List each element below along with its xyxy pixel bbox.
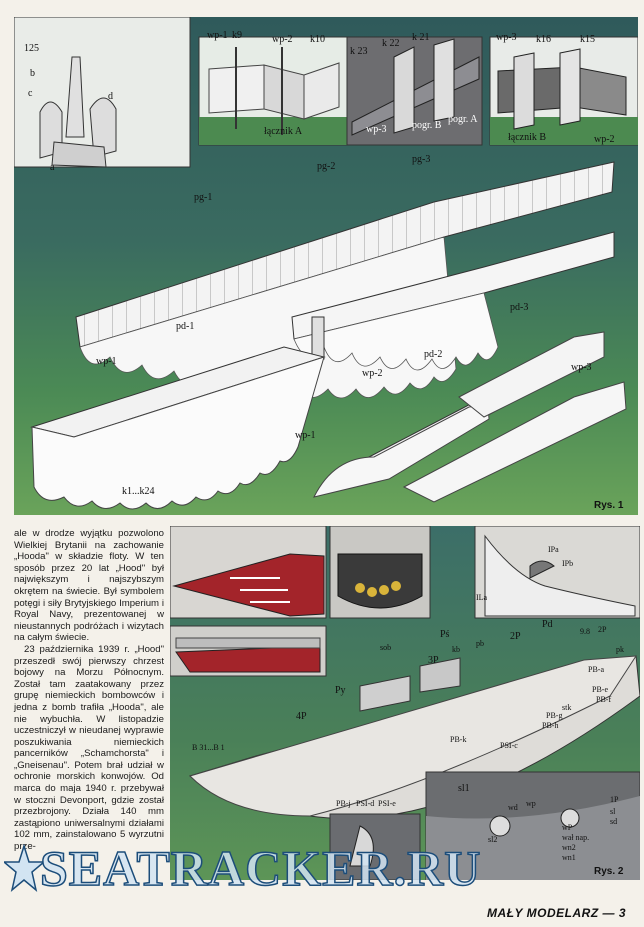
fig2-label-stk: stk (562, 703, 572, 712)
inset4-k16: k16 (536, 34, 551, 45)
fig2-label-sob: sob (380, 643, 392, 652)
inset2-k10: k10 (310, 34, 325, 45)
fig2-label-wal-nap: wał nap. (562, 833, 590, 842)
fig2-label-ipb: IPb (562, 559, 574, 568)
label-wp1-b: wp-1 (295, 430, 316, 441)
label-pg2: pg-2 (317, 161, 336, 172)
fig2-label-kb: kb (452, 645, 460, 654)
fig2-label-pbj: PB-j (336, 799, 351, 808)
part-label-c: c (28, 88, 33, 99)
part-label-d: d (108, 91, 113, 102)
fig2-label-ps: Pś (440, 629, 450, 640)
inset2-wp1: wp-1 (207, 30, 228, 41)
figure-2-drawing (170, 526, 640, 880)
fig2-label-sd: sd (610, 817, 618, 826)
label-pd3: pd-3 (510, 302, 529, 313)
fig2-label-pbk: PB-k (450, 735, 467, 744)
fig2-label-1p: 1P (610, 795, 619, 804)
inset4-k15: k15 (580, 34, 595, 45)
label-k-range: k1...k24 (122, 486, 155, 497)
inset3-k21: k 21 (412, 32, 430, 43)
fig2-label-sl2: sl2 (488, 835, 498, 844)
figure-1-caption: Rys. 1 (594, 500, 624, 511)
fig2-label-pbh: PB-h (542, 721, 559, 730)
fig2-label-2p: 2P (510, 631, 521, 642)
article-paragraph-2: 23 października 1939 r. „Hood" przeszedł… (14, 643, 164, 852)
fig2-label-ila: ILa (476, 593, 488, 602)
fig2-label-sl: sl (610, 807, 616, 816)
figure-2: Pś Pd Py 2P 3P 4P pb kb sob IPa IPb ILa … (170, 526, 640, 880)
fig2-label-wn1: wn1 (562, 853, 576, 862)
label-pd2: pd-2 (424, 349, 443, 360)
fig2-label-wn2: wn2 (562, 843, 576, 852)
fig2-label-pba: PB-a (588, 665, 604, 674)
page-footer: MAŁY MODELARZ — 3 (487, 906, 626, 920)
watermark: SEATRACKER.RU (4, 839, 640, 897)
inset4-wp2: wp-2 (594, 134, 615, 145)
figure-2-caption: Rys. 2 (594, 866, 624, 877)
fig2-label-3p: 3P (428, 655, 439, 666)
label-pd1: pd-1 (176, 321, 195, 332)
fig2-label-psie: PSI-e (378, 799, 396, 808)
inset4-wp3: wp-3 (496, 32, 517, 43)
inset3-pogr-a: pogr. A (448, 114, 478, 125)
fig2-label-pk: pk (616, 645, 624, 654)
inset3-wp3: wp-3 (366, 124, 387, 135)
fig2-label-wd: wd (508, 803, 518, 812)
fig2-label-ipa: IPa (548, 545, 559, 554)
fig2-label-98: 9.8 (580, 627, 590, 636)
star-icon (4, 844, 44, 892)
fig2-label-py: Py (335, 685, 346, 696)
inset3-k23: k 23 (350, 46, 368, 57)
label-pg1: pg-1 (194, 192, 213, 203)
fig2-label-2p-b: 2P (598, 625, 607, 634)
fig2-label-psid: PSI-d (356, 799, 375, 808)
label-wp3: wp-3 (571, 362, 592, 373)
inset2-k9: k9 (232, 30, 242, 41)
part-label-b: b (30, 68, 35, 79)
fig2-label-wpstr: wP (562, 823, 573, 832)
fig2-label-sl1: sl1 (458, 783, 470, 794)
figure-1: 125 b c d a wp-1 k9 wp-2 k10 łącznik A k… (14, 17, 638, 515)
label-wp2: wp-2 (362, 368, 383, 379)
part-number: 125 (24, 43, 39, 54)
fig2-label-psic: PSI-c (500, 741, 518, 750)
fig2-label-b-range: B 31...B 1 (192, 743, 225, 752)
inset2-wp2: wp-2 (272, 34, 293, 45)
inset2-lacznik-a: łącznik A (264, 126, 303, 137)
watermark-text: SEATRACKER.RU (39, 839, 482, 897)
label-wp1-a: wp-1 (96, 356, 117, 367)
figure-1-drawing (14, 17, 638, 510)
fig2-label-pbf: PB-f (596, 695, 612, 704)
part-label-a: a (50, 162, 55, 173)
fig2-label-pd: Pd (542, 619, 553, 630)
article-paragraph-1: ale w drodze wyjątku pozwolono Wielkiej … (14, 528, 164, 644)
article-text: ale w drodze wyjątku pozwolono Wielkiej … (14, 528, 164, 883)
inset3-k22: k 22 (382, 38, 400, 49)
fig2-label-wp: wp (526, 799, 536, 808)
inset3-pogr-b: pogr. B (412, 120, 442, 131)
fig2-label-4p: 4P (296, 711, 307, 722)
fig2-label-pbe: PB-e (592, 685, 608, 694)
fig2-label-pb: pb (476, 639, 484, 648)
fig2-label-pbg: PB-g (546, 711, 563, 720)
inset4-lacznik-b: łącznik B (508, 132, 547, 143)
label-pg3: pg-3 (412, 154, 431, 165)
